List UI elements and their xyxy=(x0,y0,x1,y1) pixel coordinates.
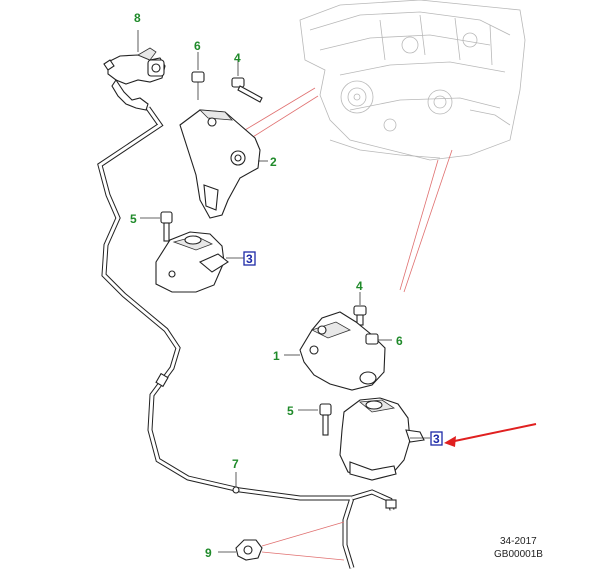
callout-7: 7 xyxy=(232,457,239,471)
callout-5-upper: 5 xyxy=(130,212,137,226)
bolt-part-5-lower xyxy=(298,403,332,436)
reference-code-line-2: GB00001B xyxy=(494,549,543,560)
callout-5-lower: 5 xyxy=(287,404,294,418)
callout-4-upper: 4 xyxy=(234,51,241,65)
hose-clip-part-9 xyxy=(218,539,263,561)
engine-block-illustration xyxy=(299,0,526,161)
vacuum-valve-part-8 xyxy=(103,30,166,111)
clip-reference-lines xyxy=(261,521,345,561)
callout-4-lower: 4 xyxy=(356,279,363,293)
callout-3-lower-box: 3 xyxy=(430,431,443,446)
callout-3-upper: 3 xyxy=(246,252,253,266)
callout-1: 1 xyxy=(273,349,280,363)
engine-mount-bracket-part-2 xyxy=(179,109,268,219)
engine-reference-lines xyxy=(244,87,453,293)
nut-part-6-upper xyxy=(191,52,205,100)
vacuum-hose-part-7 xyxy=(97,106,397,569)
callout-8: 8 xyxy=(134,11,141,25)
bolt-part-4-lower xyxy=(353,292,367,326)
callout-2: 2 xyxy=(270,155,277,169)
nut-part-6-lower xyxy=(365,333,392,345)
bolt-part-4-upper xyxy=(231,60,263,103)
highlight-arrow xyxy=(444,423,537,447)
callout-6-lower: 6 xyxy=(396,334,403,348)
reference-code-line-1: 34-2017 xyxy=(500,536,537,547)
engine-mount-bracket-part-1 xyxy=(284,311,386,391)
engine-mount-part-3-lower xyxy=(339,397,430,481)
callout-3-lower: 3 xyxy=(433,432,440,446)
callout-3-upper-box: 3 xyxy=(243,251,256,266)
callout-6-upper: 6 xyxy=(194,39,201,53)
callout-9: 9 xyxy=(205,546,212,560)
engine-mount-part-3-upper xyxy=(155,231,244,293)
bolt-part-5-upper xyxy=(140,211,173,242)
